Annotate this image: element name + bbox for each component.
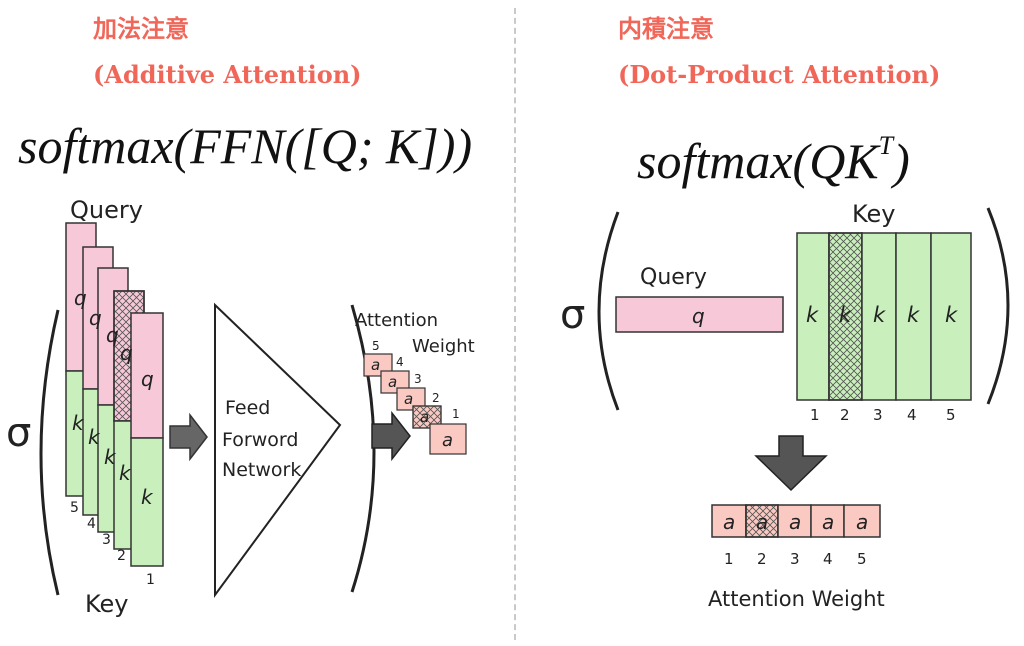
index-label: 3 xyxy=(102,532,111,548)
dot-right-paren xyxy=(988,208,1008,404)
index-label: 4 xyxy=(823,550,833,568)
right-arrow-icon xyxy=(170,415,207,459)
q-symbol: q xyxy=(692,304,705,328)
a-symbol: a xyxy=(789,510,801,534)
index-label: 5 xyxy=(857,550,867,568)
q-symbol: q xyxy=(141,367,154,391)
k-symbol: k xyxy=(907,303,920,327)
additive-attention-diagram: Query σ q q q q xyxy=(0,0,514,646)
a-symbol: a xyxy=(723,510,735,534)
a-symbol: a xyxy=(420,408,429,426)
dot-weight-label: Attention Weight xyxy=(708,587,885,611)
additive-right-paren xyxy=(352,305,374,592)
index-label: 2 xyxy=(840,406,850,424)
index-label: 2 xyxy=(757,550,767,568)
additive-key-label: Key xyxy=(85,590,129,618)
k-symbol: k xyxy=(104,445,117,469)
dot-sigma: σ xyxy=(560,292,585,338)
k-symbol: k xyxy=(119,461,132,485)
dot-query-label: Query xyxy=(640,265,707,290)
index-label: 1 xyxy=(724,550,734,568)
index-label: 2 xyxy=(117,548,126,564)
index-label: 3 xyxy=(414,372,422,386)
index-label: 5 xyxy=(70,500,79,516)
additive-weight-label-line2: Weight xyxy=(412,336,475,357)
k-symbol: k xyxy=(945,303,958,327)
a-symbol: a xyxy=(822,510,834,534)
dot-left-paren xyxy=(599,212,618,410)
qk-column-stack xyxy=(66,223,163,566)
index-label: 4 xyxy=(396,355,404,369)
k-symbol: k xyxy=(141,485,154,509)
k-symbol: k xyxy=(873,303,886,327)
q-symbol: q xyxy=(106,323,119,347)
ffn-label-line1: Feed xyxy=(225,397,270,419)
index-label: 2 xyxy=(432,391,440,405)
additive-query-label: Query xyxy=(70,196,143,224)
index-label: 5 xyxy=(372,339,380,353)
k-symbol: k xyxy=(806,303,819,327)
k-symbol: k xyxy=(72,411,85,435)
additive-weight-label-line1: Attention xyxy=(355,310,438,331)
down-arrow-icon xyxy=(756,436,826,490)
ffn-label-line3: Network xyxy=(222,459,301,481)
index-label: 1 xyxy=(146,572,155,588)
a-symbol: a xyxy=(756,510,768,534)
a-symbol: a xyxy=(371,356,380,374)
additive-sigma: σ xyxy=(6,410,31,456)
right-arrow-icon xyxy=(372,413,410,459)
a-symbol: a xyxy=(388,373,397,391)
index-label: 1 xyxy=(452,407,460,421)
index-label: 4 xyxy=(87,516,96,532)
index-label: 3 xyxy=(790,550,800,568)
a-symbol: a xyxy=(404,390,413,408)
additive-left-paren xyxy=(41,310,58,595)
q-symbol: q xyxy=(89,306,102,330)
dot-key-label: Key xyxy=(852,200,896,228)
dot-product-attention-diagram: Key σ Query q k k k k k 1 2 3 4 xyxy=(514,0,1024,646)
a-symbol: a xyxy=(442,430,453,451)
index-label: 1 xyxy=(810,406,820,424)
k-symbol: k xyxy=(839,303,852,327)
a-symbol: a xyxy=(856,510,868,534)
index-label: 3 xyxy=(873,406,883,424)
k-symbol: k xyxy=(88,425,101,449)
ffn-label-line2: Forword xyxy=(222,429,298,451)
index-label: 5 xyxy=(946,406,956,424)
q-symbol: q xyxy=(74,286,87,310)
index-label: 4 xyxy=(907,406,917,424)
q-symbol: q xyxy=(120,341,133,365)
